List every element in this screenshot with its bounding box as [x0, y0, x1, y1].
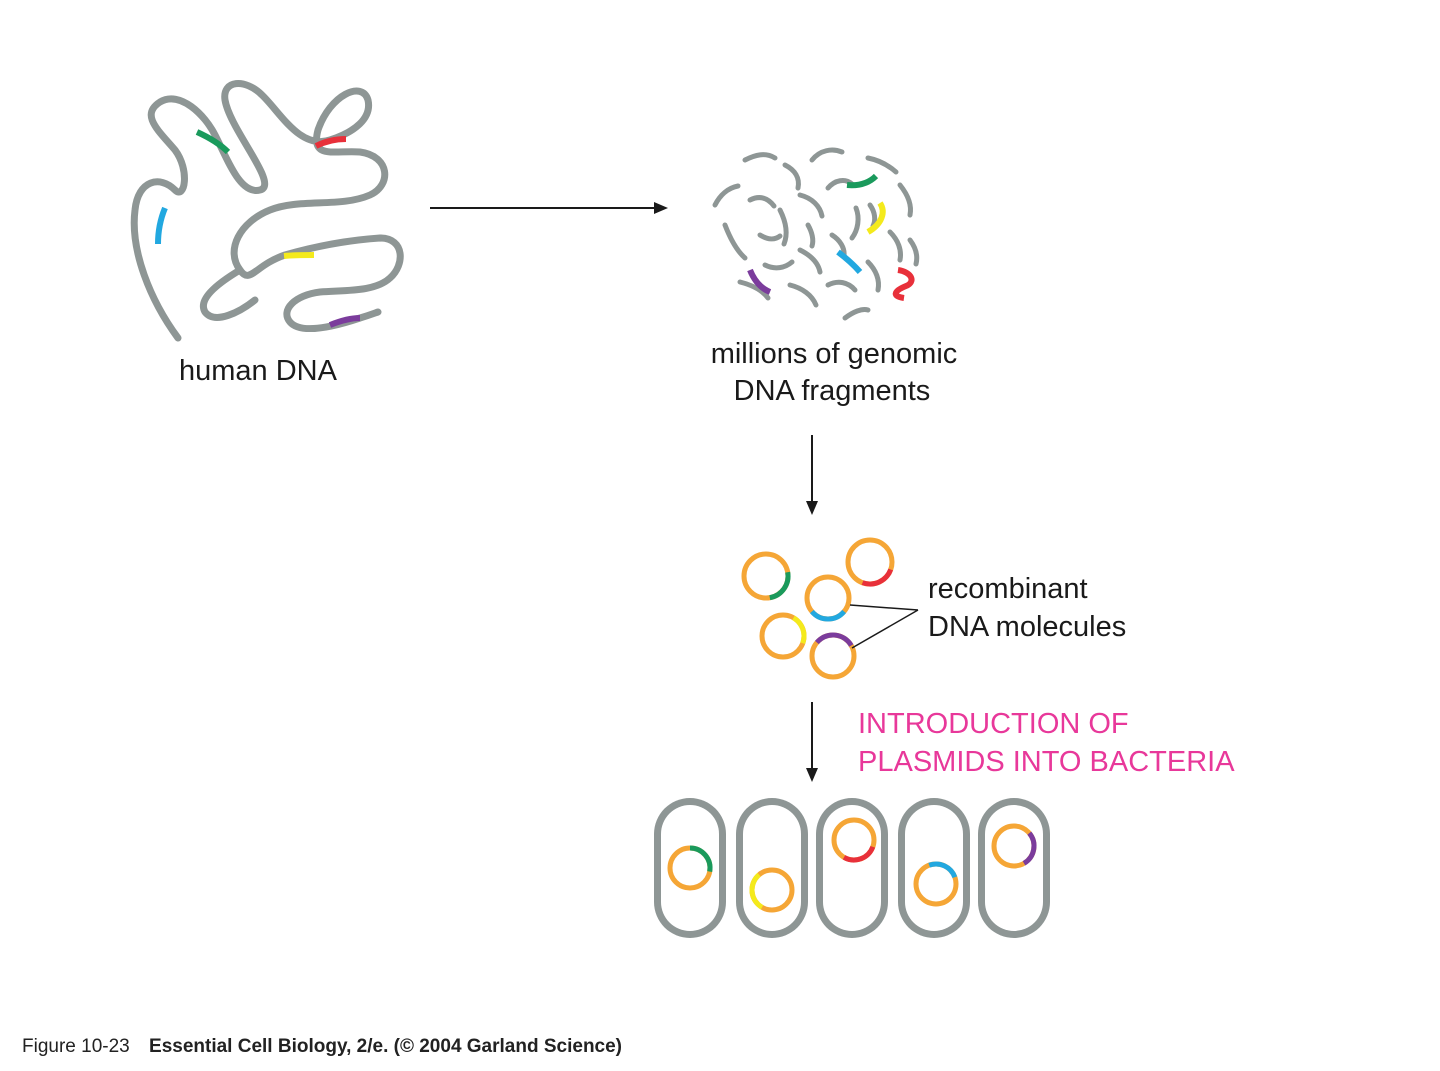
pointer-lines — [849, 604, 919, 649]
plasmid-insert-blue — [809, 609, 847, 622]
figure-caption: Figure 10-23 Essential Cell Biology, 2/e… — [22, 1036, 622, 1057]
bacterium — [978, 798, 1050, 938]
step-label-line2: PLASMIDS INTO BACTERIA — [858, 746, 1235, 778]
gene-yellow — [283, 252, 315, 259]
figure-number: Figure 10-23 — [22, 1036, 130, 1057]
bacterial-plasmid-yellow — [749, 867, 795, 913]
fragment-purple — [747, 268, 772, 295]
figure-source: Essential Cell Biology, 2/e. (© 2004 Gar… — [149, 1036, 622, 1057]
fragments-label-line2: DNA fragments — [734, 375, 931, 407]
bacterial-plasmid-purple — [991, 823, 1037, 869]
fragment-green — [846, 173, 879, 189]
recombinant-plasmid-yellow — [759, 612, 807, 660]
step-label-line1: INTRODUCTION OF — [858, 708, 1129, 740]
human-dna-label: human DNA — [179, 355, 338, 387]
recombinant-plasmids — [741, 537, 895, 680]
bacterium — [736, 798, 808, 938]
plasmid-insert-red — [861, 568, 894, 587]
recombinant-plasmid-green — [741, 551, 791, 601]
plasmid-insert-green — [769, 571, 791, 601]
gene-red — [314, 136, 347, 149]
bacterial-plasmid-blue — [913, 861, 959, 907]
recombinant-plasmid-blue — [804, 574, 852, 622]
cytoplasm — [905, 805, 963, 931]
arrow-right-icon — [430, 202, 668, 214]
gene-green — [195, 129, 231, 155]
recombinant-plasmid-purple — [809, 632, 857, 680]
cytoplasm — [823, 805, 881, 931]
bacteria-row — [654, 798, 1050, 938]
dna-fragments-cloud — [712, 147, 920, 321]
gene-purple — [328, 315, 361, 328]
recombinant-plasmid-red — [845, 537, 895, 587]
bacterial-plasmid-red — [831, 817, 877, 863]
bacterium — [816, 798, 888, 938]
fragment-blue — [836, 249, 863, 274]
plasmid-insert-red — [842, 845, 876, 863]
fragment-yellow — [866, 201, 886, 235]
plasmid-insert-yellow — [749, 872, 764, 910]
plasmid-insert-purple — [814, 632, 854, 647]
arrow-down-icon — [806, 435, 818, 515]
fragment-red — [892, 267, 915, 301]
human-dna-strand — [130, 80, 404, 342]
gene-blue — [155, 206, 168, 245]
plasmid-insert-purple — [1022, 831, 1037, 866]
fragments-label-line1: millions of genomic — [711, 338, 958, 370]
bacterium — [898, 798, 970, 938]
plasmid-insert-blue — [928, 861, 958, 879]
plasmid-insert-green — [689, 845, 713, 872]
recombinant-label-line2: DNA molecules — [928, 611, 1126, 643]
cytoplasm — [661, 805, 719, 931]
recombinant-label-line1: recombinant — [928, 573, 1088, 605]
bacterial-plasmid-green — [667, 845, 713, 891]
bacterium — [654, 798, 726, 938]
arrow-down-icon — [806, 702, 818, 782]
plasmid-insert-yellow — [792, 615, 807, 645]
